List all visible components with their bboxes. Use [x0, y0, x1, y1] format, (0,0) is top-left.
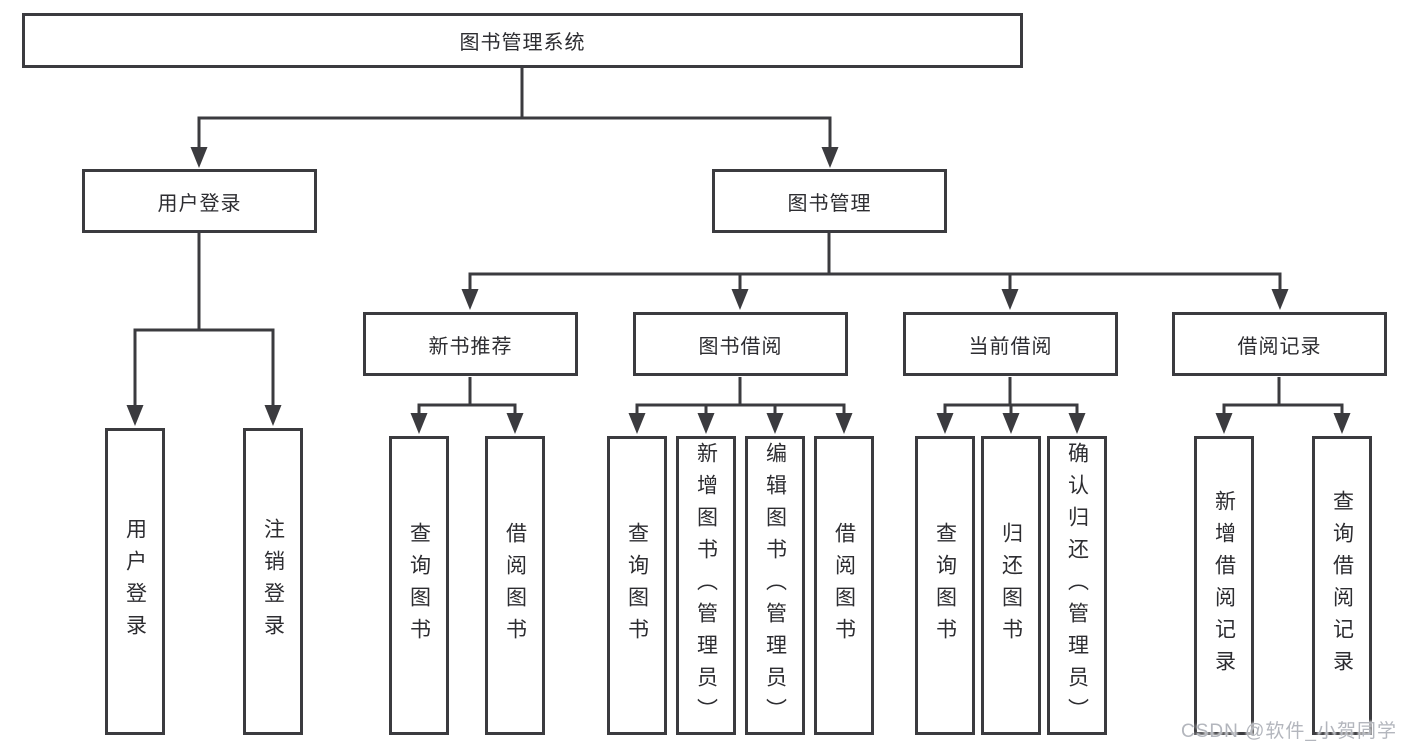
leaf-nb-borrow-books: 借阅图书 [485, 436, 545, 735]
leaf-bb-query-books: 查询图书 [607, 436, 667, 735]
leaf-user-login: 用户登录 [105, 428, 165, 735]
leaf-label: 借阅图书 [503, 521, 527, 650]
leaf-bb-borrow-books: 借阅图书 [814, 436, 874, 735]
leaf-label: 查询图书 [625, 521, 649, 650]
node-label: 图书借阅 [698, 335, 783, 358]
leaf-label: 借阅图书 [832, 521, 856, 650]
connector-current-borrow-branch [943, 377, 1079, 417]
connector-root-branch [197, 68, 832, 150]
leaf-bb-add-books-admin: 新增图书（管理员） [676, 436, 736, 735]
connector-book-management-branch [468, 233, 1282, 292]
leaf-cb-confirm-return-admin: 确认归还（管理员） [1047, 436, 1107, 735]
leaf-nb-query-books: 查询图书 [389, 436, 449, 735]
node-user-login: 用户登录 [82, 169, 317, 233]
connector-borrow-record-branch [1222, 377, 1344, 417]
leaf-label: 编辑图书（管理员） [763, 441, 787, 730]
node-label: 借阅记录 [1237, 335, 1322, 358]
leaf-label: 查询借阅记录 [1330, 489, 1354, 682]
connector-book-borrow-branch [635, 377, 846, 417]
leaf-br-add-record: 新增借阅记录 [1194, 436, 1254, 735]
node-label: 当前借阅 [968, 335, 1053, 358]
node-label: 图书管理 [787, 192, 872, 215]
connector-user-login-branch [133, 233, 275, 408]
leaf-cb-return-books: 归还图书 [981, 436, 1041, 735]
leaf-label: 查询图书 [933, 521, 957, 650]
leaf-label: 查询图书 [407, 521, 431, 650]
node-label: 图书管理系统 [459, 32, 586, 54]
node-library-management-system: 图书管理系统 [22, 13, 1023, 68]
leaf-label: 新增图书（管理员） [694, 441, 718, 730]
leaf-br-query-record: 查询借阅记录 [1312, 436, 1372, 735]
node-new-book-recommend: 新书推荐 [363, 312, 578, 376]
leaf-bb-edit-books-admin: 编辑图书（管理员） [745, 436, 805, 735]
node-current-borrow: 当前借阅 [903, 312, 1118, 376]
arrowheads [126, 147, 1351, 434]
leaf-label: 归还图书 [999, 521, 1023, 650]
csdn-watermark: CSDN @软件_小贺同学 [1181, 721, 1397, 742]
node-book-borrow: 图书借阅 [633, 312, 848, 376]
leaf-label: 注销登录 [261, 517, 285, 646]
leaf-label: 用户登录 [123, 517, 147, 646]
node-label: 用户登录 [157, 192, 242, 215]
node-borrow-record: 借阅记录 [1172, 312, 1387, 376]
node-label: 新书推荐 [428, 335, 513, 358]
leaf-label: 新增借阅记录 [1212, 489, 1236, 682]
leaf-logout: 注销登录 [243, 428, 303, 735]
leaf-cb-query-books: 查询图书 [915, 436, 975, 735]
connector-new-book-branch [417, 377, 517, 417]
node-book-management: 图书管理 [712, 169, 947, 233]
leaf-label: 确认归还（管理员） [1065, 441, 1089, 730]
